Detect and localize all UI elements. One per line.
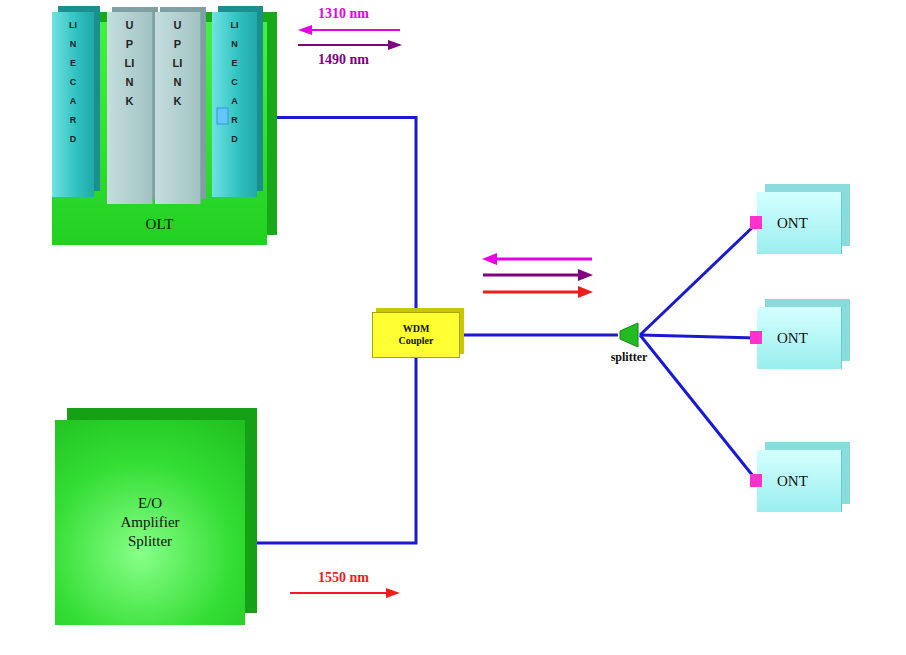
eo-amplifier-box: E/O Amplifier Splitter bbox=[55, 420, 245, 625]
fiber-link bbox=[640, 335, 757, 481]
fiber-link bbox=[257, 117, 416, 312]
ont-port bbox=[750, 216, 762, 229]
uplink-card: UPLINK bbox=[155, 12, 201, 204]
fiber-link bbox=[460, 334, 618, 337]
splitter: splitter bbox=[596, 322, 662, 366]
wavelength-label-holder: 1490 nm bbox=[316, 52, 371, 68]
node-text: ONT bbox=[777, 330, 808, 347]
node-text: OLT bbox=[146, 216, 174, 233]
video-arrow bbox=[290, 592, 388, 594]
wavelength-label-holder: 1550 nm bbox=[316, 570, 371, 586]
arrow-head bbox=[578, 286, 593, 298]
node-text: UPLINK bbox=[172, 16, 183, 111]
fiber-link bbox=[640, 335, 757, 338]
arrow-head bbox=[386, 588, 400, 598]
node-text: ONT bbox=[777, 473, 808, 490]
splitter-shape bbox=[618, 322, 640, 348]
ont-box: ONT bbox=[757, 450, 842, 512]
arrow-head bbox=[482, 253, 497, 265]
downstream-arrow bbox=[298, 44, 390, 46]
ont-box: ONT bbox=[757, 192, 842, 254]
wdm-coupler: WDM Coupler bbox=[372, 312, 460, 358]
arrow-head bbox=[388, 40, 402, 50]
ont-port bbox=[750, 474, 762, 487]
fiber-link bbox=[640, 223, 757, 335]
upstream-arrow bbox=[495, 258, 592, 261]
arrow-head bbox=[298, 25, 312, 35]
ont-port bbox=[750, 331, 762, 344]
upstream-arrow bbox=[310, 29, 400, 31]
node-text: splitter bbox=[611, 350, 648, 365]
node-text: LINE CARD bbox=[69, 16, 78, 149]
video-arrow bbox=[483, 291, 580, 294]
fiber-link bbox=[245, 358, 416, 543]
pon-port bbox=[217, 108, 228, 124]
wavelength-label-holder: 1310 nm bbox=[316, 6, 371, 22]
wavelength-label: 1310 nm bbox=[316, 6, 371, 22]
line-card: LINE CARD bbox=[52, 12, 94, 197]
node-text: UPLINK bbox=[124, 16, 135, 111]
node-text: ONT bbox=[777, 215, 808, 232]
wavelength-label: 1490 nm bbox=[316, 52, 371, 68]
olt-chassis: OLTLINE CARDUPLINKUPLINKLINE CARD bbox=[52, 22, 267, 245]
line-card: LINE CARD bbox=[212, 12, 257, 197]
wavelength-label: 1550 nm bbox=[316, 570, 371, 586]
downstream-arrow bbox=[483, 274, 580, 277]
arrow-head bbox=[578, 269, 593, 281]
uplink-card: UPLINK bbox=[107, 12, 153, 204]
node-text: E/O Amplifier Splitter bbox=[110, 494, 190, 551]
ont-box: ONT bbox=[757, 307, 842, 369]
node-text: WDM Coupler bbox=[394, 323, 438, 347]
node-text: LINE CARD bbox=[230, 16, 239, 149]
